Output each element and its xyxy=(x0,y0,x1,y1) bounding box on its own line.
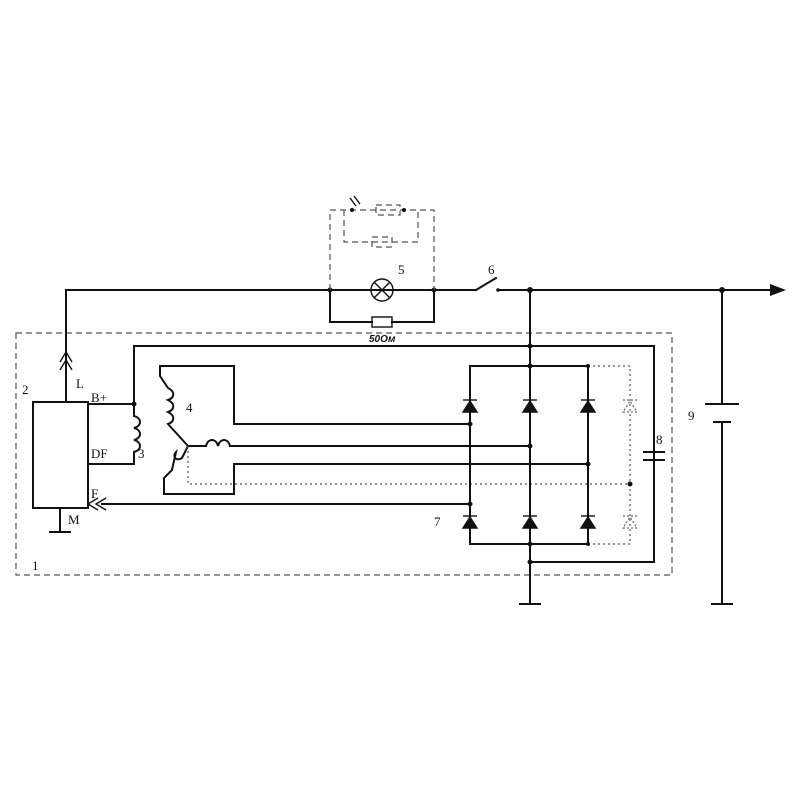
node-ground xyxy=(527,559,533,565)
node-phase-c xyxy=(585,461,591,467)
diode-lower-b xyxy=(521,515,539,529)
f-arrow-icon xyxy=(86,497,107,511)
label-resistor: 50Ом xyxy=(369,334,396,345)
ignition-switch-blade xyxy=(474,276,498,292)
label-5: 5 xyxy=(398,262,405,277)
node-rect-top xyxy=(527,363,533,369)
node-neutral-aux xyxy=(627,481,633,487)
lamp-branch-left xyxy=(329,289,373,323)
node-rect-bottom xyxy=(527,541,533,547)
label-1: 1 xyxy=(32,558,39,573)
node-phase-a xyxy=(467,421,473,427)
diode-upper-c xyxy=(579,399,597,413)
diode-lower-a xyxy=(461,515,479,529)
node-bplus-top xyxy=(527,343,533,349)
alternator-boundary xyxy=(15,332,673,576)
node-aux-top xyxy=(586,364,590,368)
label-4: 4 xyxy=(186,400,193,415)
node-bplus-left xyxy=(131,401,137,407)
optional-relay-coil xyxy=(371,236,393,248)
label-m: M xyxy=(68,512,80,527)
stator-phase-a xyxy=(159,365,235,448)
diode-lower-aux xyxy=(621,515,639,529)
label-bplus: B+ xyxy=(91,390,107,405)
node-switch-right xyxy=(496,288,500,292)
optional-led-icon xyxy=(349,195,361,207)
rectifier-aux-column xyxy=(588,365,631,545)
voltage-regulator xyxy=(32,401,89,509)
field-winding-icon xyxy=(87,403,141,465)
node-aux-bottom xyxy=(586,542,590,546)
output-arrow-icon xyxy=(770,284,786,296)
label-f: F xyxy=(91,486,98,501)
l-arrow-icon xyxy=(59,350,73,371)
label-3: 3 xyxy=(138,446,145,461)
label-2: 2 xyxy=(22,382,29,397)
diode-upper-b xyxy=(521,399,539,413)
optional-relay-inner xyxy=(343,210,419,243)
optional-relay-contact xyxy=(375,204,401,216)
diode-upper-aux xyxy=(621,399,639,413)
main-line-left xyxy=(65,289,477,353)
label-7: 7 xyxy=(434,514,441,529)
warning-lamp-icon xyxy=(370,278,394,302)
optional-led-node-b xyxy=(402,208,406,212)
label-df: DF xyxy=(91,446,108,461)
battery-icon xyxy=(705,403,739,423)
capacitor-icon xyxy=(643,451,665,461)
label-8: 8 xyxy=(656,432,663,447)
node-main-battery xyxy=(719,287,725,293)
node-exciter xyxy=(467,501,473,507)
label-9: 9 xyxy=(688,408,695,423)
diode-upper-a xyxy=(461,399,479,413)
stator-phase-b xyxy=(187,439,531,447)
diode-lower-c xyxy=(579,515,597,529)
regulator-ground xyxy=(49,507,71,533)
optional-relay-outer xyxy=(329,209,435,290)
label-6: 6 xyxy=(488,262,495,277)
stator-phase-c xyxy=(163,444,589,495)
node-main-rectifier xyxy=(527,287,533,293)
warning-lamp-cross xyxy=(373,281,391,299)
node-phase-b xyxy=(527,443,533,449)
optional-led-node-a xyxy=(350,208,354,212)
resistor xyxy=(371,316,393,328)
lamp-branch-right xyxy=(391,289,435,323)
bplus-wire xyxy=(87,345,655,563)
label-l: L xyxy=(76,376,84,391)
